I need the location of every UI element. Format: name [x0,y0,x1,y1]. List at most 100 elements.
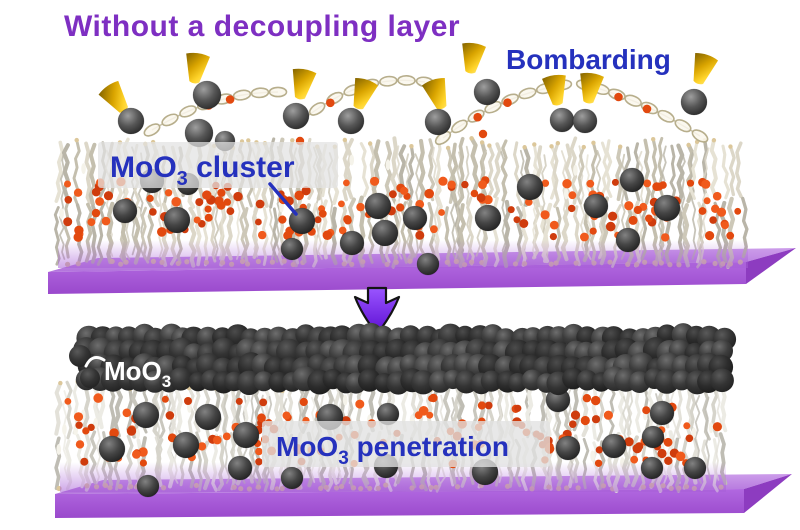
chain-ring [657,109,675,123]
molecule-strand [61,143,70,200]
molecule-highlight [563,188,569,200]
molecule-strand [675,386,683,439]
molecule-strand [54,436,62,491]
molecule-highlight [708,422,714,434]
moo3-cluster-sphere [339,230,365,256]
oxygen-atom-dot [570,410,581,420]
molecule-highlight [81,163,86,175]
moo3-cluster-sphere [473,78,501,106]
oxygen-atom-dot [356,202,365,212]
oxygen-atom-dot [580,232,589,242]
molecule-highlight [385,159,391,171]
molecule-highlight [59,208,64,220]
moo3-cluster-sphere [112,198,138,224]
molecular-film-top [53,129,749,276]
oxygen-atom-dot [389,190,397,199]
chain-ring [268,86,288,98]
oxygen-atom-dot [705,231,715,241]
oxygen-atom-dot [73,412,84,422]
molecule-strand [735,141,743,199]
oxygen-atom-dot [216,200,226,210]
molecule-strand [72,138,81,205]
oxygen-atom-dot [75,421,83,429]
oxygen-atom-dot [701,179,711,189]
moo3-cluster-sphere [583,193,609,219]
molecule-highlight [691,427,697,439]
moo3-cluster-sphere [172,431,200,459]
molecule-tip [409,144,414,149]
molecule-strand [500,139,508,202]
deposition-flux-cone-icon [292,68,317,100]
bombarding-label: Bombarding [506,44,671,75]
oxygen-atom-dot [122,408,132,418]
oxygen-atom-dot [161,395,169,403]
molecule-strand [643,138,651,205]
oxygen-atom-dot [415,230,425,240]
oxygen-atom-dot [476,193,486,203]
molecule-strand [552,141,560,208]
oxygen-atom-dot [326,98,335,108]
moo3-cluster-label: MoO3 cluster [98,142,338,216]
deposition-flux-cone-icon [186,52,210,84]
oxygen-atom-dot [569,420,577,429]
oxygen-atom-dot [461,180,469,189]
oxygen-atom-dot [507,206,515,214]
molecule-highlight [135,428,140,440]
oxygen-atom-dot [255,218,262,226]
chain-ring [397,74,416,86]
oxygen-atom-dot [225,95,235,104]
oxygen-atom-dot [126,426,137,436]
oxygen-atom-dot [624,437,634,447]
moo3-cluster-sphere [136,474,160,498]
oxygen-atom-dot [470,189,479,198]
cluster-pointer-line [268,182,298,216]
oxygen-atom-dot [95,197,104,206]
chain-ring [232,89,252,101]
oxygen-atom-dot [484,401,493,410]
chain-ring [674,119,692,133]
molecule-tip [469,136,474,141]
moo3-layer [69,322,737,396]
oxygen-atom-dot [525,198,533,206]
oxygen-atom-dot [343,215,352,224]
chain-ring [161,113,179,127]
molecule-strand [615,144,623,202]
molecule-tip [650,137,656,142]
molecule-strand [689,140,699,200]
molecule-strand [431,146,440,257]
oxygen-atom-dot [101,216,111,226]
oxygen-atom-dot [103,191,114,201]
molecule-strand [469,136,480,196]
molecule-strand [384,140,393,202]
oxygen-atom-dot [657,448,667,459]
oxygen-atom-dot [478,129,488,139]
oxygen-atom-dot [438,176,448,186]
oxygen-atom-dot [75,440,85,449]
oxygen-atom-dot [716,207,727,217]
molecule-strand [572,382,581,432]
moo3-cluster-sphere [163,206,191,234]
oxygen-atom-dot [64,180,71,188]
molecule-highlight [62,423,67,435]
oxygen-atom-dot [370,176,380,186]
molecule-strand [591,384,599,440]
moo3-cluster-sphere [640,456,664,480]
oxygen-atom-dot [628,215,638,225]
molecule-highlight [279,201,284,213]
molecule-tip [555,140,561,146]
oxygen-atom-dot [255,458,263,466]
oxygen-atom-dot [217,188,226,197]
molecular-film-bottom [54,378,728,498]
molecule-strand [54,140,65,203]
molecule-highlight [590,450,595,462]
molecule-strand [576,145,586,205]
molecule-strand [97,383,107,430]
moo3-cluster-sphere [132,401,160,429]
oxygen-atom-dot [594,459,603,467]
molecule-highlight [349,154,355,166]
molecule-strand [605,139,613,198]
molecule-strand [637,150,645,258]
oxygen-atom-dot [278,215,287,224]
oxygen-atom-dot [184,397,192,405]
molecule-strand [390,136,399,198]
